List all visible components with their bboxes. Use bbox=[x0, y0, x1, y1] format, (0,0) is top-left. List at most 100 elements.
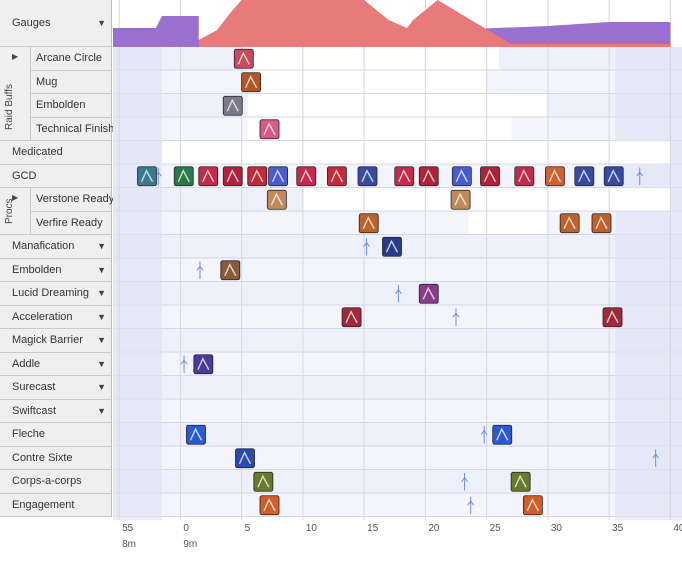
chevron-down-icon[interactable]: ▼ bbox=[97, 241, 106, 252]
scorch-icon bbox=[296, 166, 317, 187]
chevron-down-icon[interactable]: ▼ bbox=[97, 335, 106, 346]
row-label-manafication[interactable]: Manafication ▼ bbox=[0, 235, 112, 259]
row-label-text: Manafication bbox=[12, 240, 75, 253]
icon-frame bbox=[326, 166, 347, 187]
riposte-icon bbox=[198, 166, 219, 187]
icon-frame bbox=[198, 166, 219, 187]
tick-label: 55 bbox=[122, 523, 134, 534]
tick-label: 40 bbox=[673, 523, 682, 534]
icon-glyph bbox=[345, 310, 358, 324]
icon-frame bbox=[480, 166, 500, 187]
tick-minute-label: 8m bbox=[122, 539, 137, 550]
icon-frame bbox=[545, 166, 565, 187]
icon-frame bbox=[602, 307, 623, 328]
icon-frame bbox=[268, 166, 288, 187]
cast-chevron-icon bbox=[461, 476, 468, 483]
icon-frame bbox=[559, 213, 580, 234]
row-label-magick-barrier[interactable]: Magick Barrier ▼ bbox=[0, 329, 112, 353]
cast-chevron-icon bbox=[395, 288, 402, 295]
row-label-text: Magick Barrier bbox=[12, 334, 83, 347]
row-label-text: Surecast bbox=[12, 381, 56, 394]
icon-frame bbox=[241, 72, 262, 93]
row-label-acceleration[interactable]: Acceleration▼ bbox=[0, 305, 112, 329]
buff-window bbox=[247, 70, 487, 93]
icon-glyph bbox=[226, 169, 239, 183]
embolden-icon bbox=[220, 260, 241, 281]
icon-glyph bbox=[244, 75, 258, 89]
icon-frame bbox=[394, 166, 415, 187]
group-label: Procs bbox=[4, 198, 15, 224]
icon-glyph bbox=[330, 169, 343, 183]
chevron-down-icon[interactable]: ▼ bbox=[97, 288, 106, 299]
acceleration-icon bbox=[341, 307, 362, 328]
icon-frame bbox=[193, 354, 214, 375]
expand-icon[interactable]: ▶ bbox=[12, 193, 19, 202]
row-band bbox=[113, 493, 682, 517]
icon-frame bbox=[253, 471, 274, 492]
icon-frame bbox=[603, 166, 624, 187]
timeline-svg bbox=[113, 0, 682, 520]
row-label-gauges[interactable]: Gauges▼ bbox=[0, 0, 112, 47]
engagement-icon bbox=[522, 495, 543, 516]
verstone-icon bbox=[450, 189, 471, 210]
manafication-icon bbox=[382, 236, 402, 257]
icon-frame bbox=[418, 283, 439, 304]
row-band bbox=[113, 329, 682, 353]
icon-frame bbox=[450, 189, 471, 210]
chevron-down-icon[interactable]: ▼ bbox=[97, 18, 106, 28]
icon-glyph bbox=[263, 498, 276, 512]
verthunder-icon bbox=[137, 166, 157, 187]
group-header-raid[interactable]: ▶ Raid Buffs bbox=[0, 47, 30, 141]
row-label-lucid-dreaming[interactable]: Lucid Dreaming ▼ bbox=[0, 282, 112, 306]
buff-window bbox=[247, 94, 548, 117]
row-label-text: Addle bbox=[12, 357, 41, 370]
icon-glyph bbox=[526, 498, 539, 512]
icon-frame bbox=[266, 189, 287, 210]
acceleration-icon bbox=[602, 307, 623, 328]
fleche-icon bbox=[492, 424, 513, 445]
icon-frame bbox=[220, 260, 241, 281]
expand-icon[interactable]: ▶ bbox=[12, 52, 19, 61]
group-label: Raid Buffs bbox=[4, 84, 15, 130]
scorch-icon bbox=[480, 166, 500, 187]
row-label-surecast[interactable]: Surecast ▼ bbox=[0, 376, 112, 400]
row-label-swiftcast[interactable]: Swiftcast▼ bbox=[0, 399, 112, 423]
cast-chevron-icon bbox=[652, 453, 660, 459]
tick-label: 5 bbox=[244, 523, 251, 534]
icon-frame bbox=[522, 495, 543, 516]
outofrange-shade bbox=[615, 47, 682, 520]
icon-glyph bbox=[257, 474, 270, 488]
zwerchhau-icon bbox=[222, 166, 243, 187]
row-label-fleche: Fleche bbox=[0, 423, 112, 447]
icon-glyph bbox=[140, 169, 154, 183]
chevron-down-icon[interactable]: ▼ bbox=[97, 264, 106, 275]
icon-glyph bbox=[224, 263, 237, 277]
row-label-text: Lucid Dreaming bbox=[12, 287, 90, 300]
row-label-technical-finish: Technical Finish bbox=[30, 117, 114, 141]
row-label-text: Medicated bbox=[12, 146, 63, 159]
icon-frame bbox=[591, 213, 612, 234]
row-label-embolden[interactable]: Embolden▼ bbox=[0, 258, 112, 282]
icon-glyph bbox=[607, 169, 620, 183]
icon-glyph bbox=[606, 310, 619, 324]
technical-finish-icon bbox=[259, 119, 280, 140]
chevron-down-icon[interactable]: ▼ bbox=[97, 358, 106, 369]
icon-frame bbox=[296, 166, 317, 187]
zwerchhau-icon bbox=[394, 166, 415, 187]
arcane-circle-icon bbox=[233, 48, 254, 69]
chevron-down-icon[interactable]: ▼ bbox=[97, 405, 106, 416]
row-label-addle[interactable]: Addle ▼ bbox=[0, 352, 112, 376]
resolution-icon bbox=[326, 166, 347, 187]
group-header-procs[interactable]: ▶Procs bbox=[0, 188, 30, 235]
chevron-down-icon[interactable]: ▼ bbox=[97, 311, 106, 322]
row-label-text: Contre Sixte bbox=[12, 451, 73, 464]
row-label-text: Engagement bbox=[12, 498, 75, 511]
chevron-down-icon[interactable]: ▼ bbox=[97, 382, 106, 393]
icon-glyph bbox=[483, 169, 497, 183]
cast-chevron-icon bbox=[363, 241, 370, 248]
row-label-engagement: Engagement bbox=[0, 493, 112, 517]
icon-glyph bbox=[548, 169, 562, 183]
timeline-area[interactable] bbox=[113, 0, 682, 520]
row-label-mug: Mug bbox=[30, 70, 112, 94]
icon-glyph bbox=[518, 169, 531, 183]
